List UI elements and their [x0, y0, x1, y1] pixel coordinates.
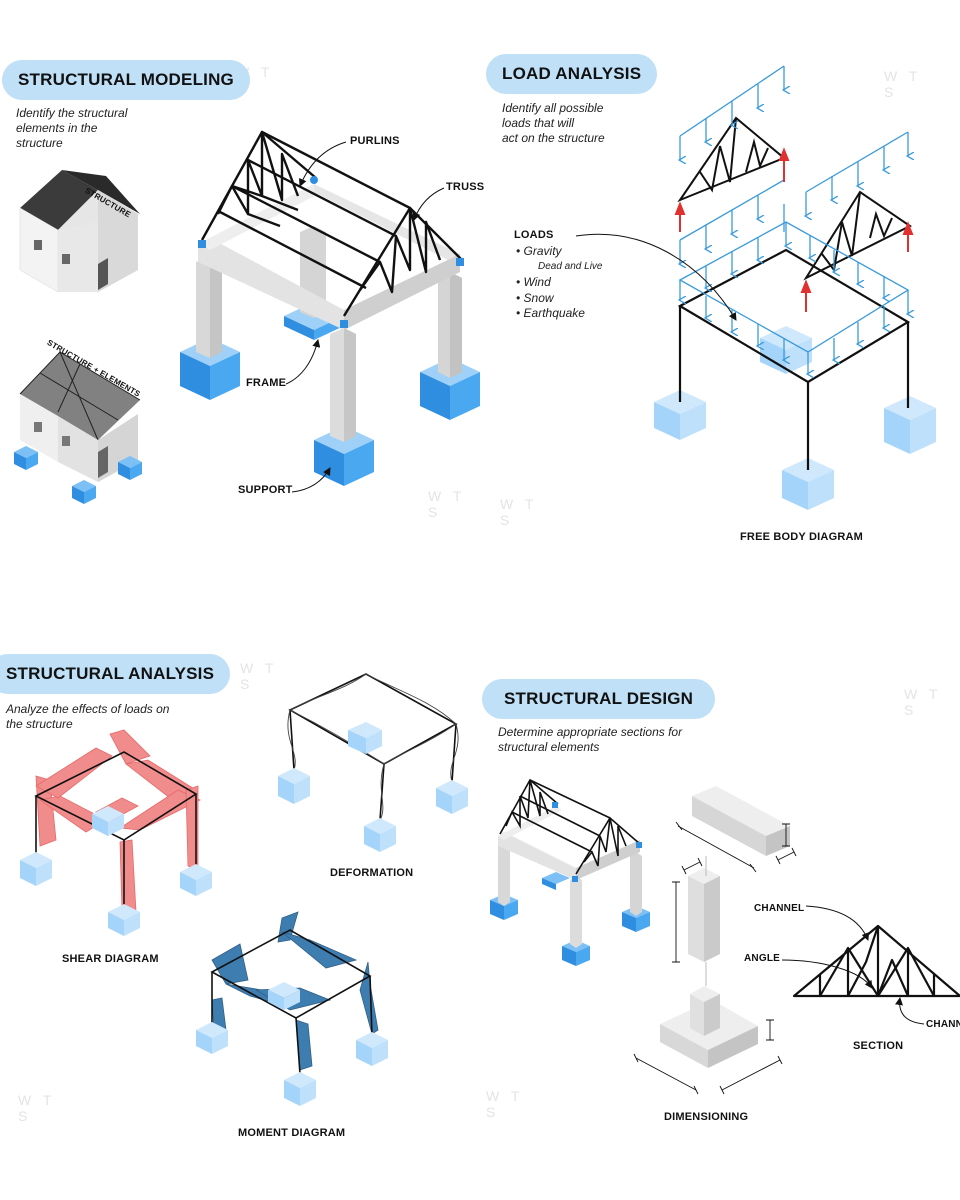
moment-label: MOMENT DIAGRAM — [238, 1127, 346, 1139]
channel-label: CHANNEL — [754, 903, 805, 914]
purlins-label: PURLINS — [350, 135, 400, 147]
channel-label-2: CHANN — [926, 1019, 960, 1030]
moment-diagram — [196, 911, 388, 1106]
load-wind: • Wind — [516, 275, 551, 289]
deformation-label: DEFORMATION — [330, 867, 414, 879]
load-snow: • Snow — [516, 291, 554, 305]
watermark: W T S — [240, 660, 278, 692]
shear-label: SHEAR DIAGRAM — [62, 953, 159, 965]
modeling-title: STRUCTURAL MODELING — [2, 60, 250, 100]
free-body-diagram — [575, 65, 936, 510]
fbd-label: FREE BODY DIAGRAM — [740, 531, 863, 543]
support-label: SUPPORT — [238, 484, 293, 496]
load-dead-live: Dead and Live — [538, 261, 603, 272]
load-subtitle: Identify all possible loads that will ac… — [502, 101, 605, 145]
frame-model — [180, 130, 480, 493]
loads-heading: LOADS — [514, 229, 554, 241]
shear-diagram — [20, 729, 212, 936]
analysis-title: STRUCTURAL ANALYSIS — [0, 654, 231, 694]
deformation-diagram — [278, 673, 468, 852]
dimensioning-illustration — [633, 786, 797, 1095]
watermark: W T S — [904, 686, 942, 718]
section-label: SECTION — [853, 1040, 904, 1052]
modeling-subtitle: Identify the structural elements in the … — [16, 106, 128, 150]
design-frame-model — [490, 778, 650, 966]
angle-label: ANGLE — [744, 953, 780, 964]
section-truss — [781, 905, 960, 1025]
house-footings — [14, 446, 142, 504]
dimensioning-label: DIMENSIONING — [664, 1111, 749, 1123]
design-subtitle: Determine appropriate sections for struc… — [498, 725, 683, 754]
load-gravity: • Gravity — [516, 244, 562, 258]
design-title: STRUCTURAL DESIGN — [482, 679, 716, 719]
watermark: W T S — [884, 68, 922, 100]
load-title: LOAD ANALYSIS — [486, 54, 658, 94]
house-structure-illustration — [19, 170, 140, 293]
watermark: W T S — [18, 1092, 56, 1124]
watermark: W T S — [486, 1088, 524, 1120]
analysis-subtitle: Analyze the effects of loads on the stru… — [6, 702, 170, 731]
truss-label: TRUSS — [446, 181, 485, 193]
frame-label: FRAME — [246, 377, 287, 389]
watermark: W T S — [500, 496, 538, 528]
load-earthquake: • Earthquake — [516, 306, 585, 320]
watermark: W T S — [428, 488, 466, 520]
